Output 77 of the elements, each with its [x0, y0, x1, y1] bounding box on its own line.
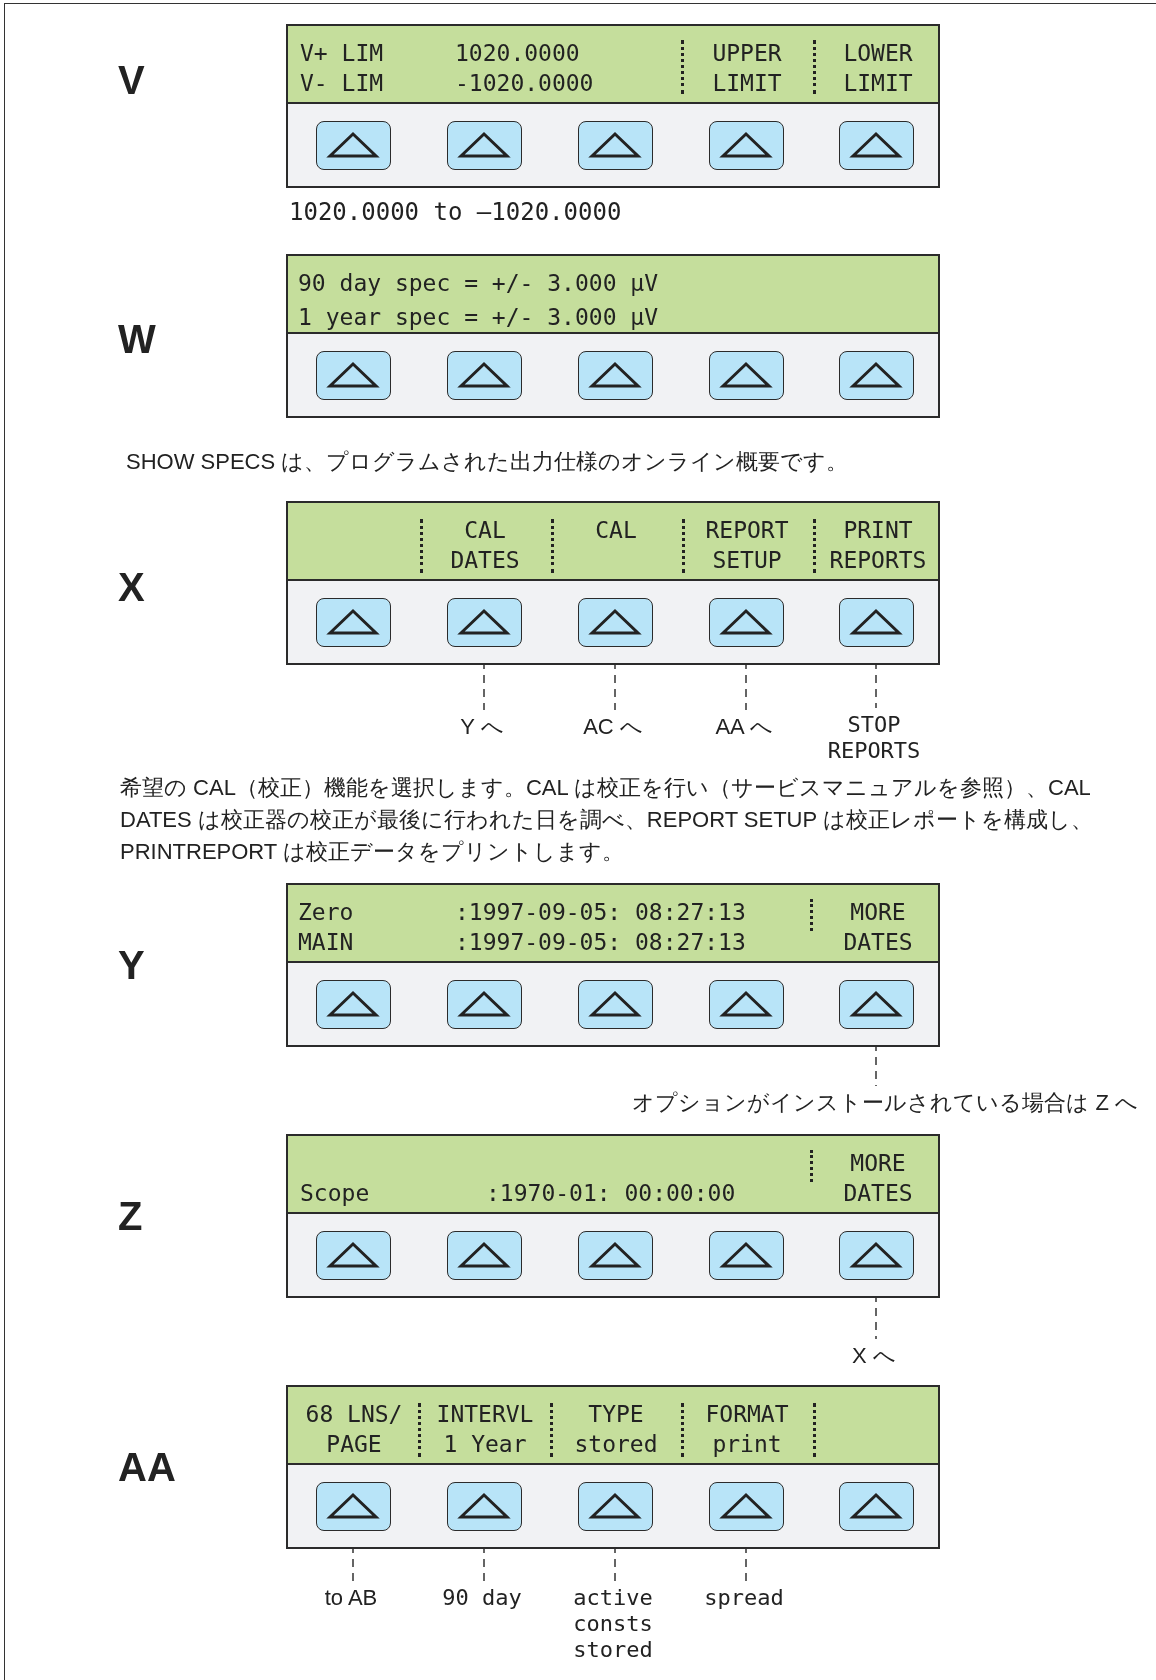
softkey-button: [708, 1482, 784, 1531]
softkey-button: [315, 1231, 391, 1280]
display-text: TYPE stored: [573, 1400, 659, 1459]
softkey-button: [838, 121, 914, 170]
option-label: AC へ: [583, 714, 643, 740]
display-text: 1 year spec = +/- 3.000 µV: [298, 303, 660, 332]
softkey-panel: [286, 1385, 940, 1549]
range-note: 1020.0000 to –1020.0000: [289, 197, 622, 228]
softkey-button: [577, 351, 653, 400]
display-text: CAL: [594, 516, 638, 545]
section-letter: X: [118, 564, 145, 611]
description-text: 希望の CAL（校正）機能を選択します。CAL は校正を行い（サービスマニュアルを参照）、CAL DATES は校正器の校正が最後に行われた日を調べ、REPORT SETUP は校正レポートを構成し、PRINTREPORT は校正データをプリントします。: [120, 774, 1094, 866]
softkey-button: [446, 351, 522, 400]
softkey-panel: [286, 24, 940, 188]
softkey-button: [315, 351, 391, 400]
display-text: MORE DATES: [842, 898, 914, 957]
option-label: STOP REPORTS: [824, 712, 924, 764]
display-text: LOWER LIMIT: [842, 39, 914, 98]
softkey-button: [708, 598, 784, 647]
display-text: INTERVL 1 Year: [435, 1400, 535, 1459]
option-label: オプションがインストールされている場合は Z へ: [632, 1090, 1138, 1116]
section-letter: Y: [118, 942, 145, 989]
softkey-button: [315, 121, 391, 170]
softkey-button: [708, 980, 784, 1029]
softkey-button: [315, 1482, 391, 1531]
softkey-button: [577, 598, 653, 647]
softkey-button: [446, 1231, 522, 1280]
option-label: to AB: [324, 1585, 378, 1611]
softkey-panel: [286, 501, 940, 665]
softkey-panel: [286, 1134, 940, 1298]
display-text: MORE DATES: [842, 1149, 914, 1208]
section-letter: Z: [118, 1193, 143, 1240]
display-text: MAIN: [298, 928, 355, 957]
softkey-button: [708, 351, 784, 400]
option-label: active consts stored: [563, 1585, 663, 1663]
softkey-button: [708, 121, 784, 170]
softkey-button: [838, 351, 914, 400]
display-text: 90 day spec = +/- 3.000 µV: [298, 269, 660, 298]
display-text: PRINT REPORTS: [828, 516, 928, 575]
softkey-button: [315, 980, 391, 1029]
option-label: spread: [704, 1585, 784, 1611]
section-letter: W: [118, 316, 156, 363]
option-label: X へ: [852, 1343, 896, 1369]
section-letter: V: [118, 57, 145, 104]
softkey-button: [577, 980, 653, 1029]
softkey-button: [577, 121, 653, 170]
display-text: FORMAT print: [704, 1400, 790, 1459]
softkey-button: [446, 121, 522, 170]
option-label: 90 day: [442, 1585, 522, 1611]
section-letter: AA: [118, 1444, 176, 1491]
display-text: :1997-09-05: 08:27:13: [455, 928, 747, 957]
softkey-button: [838, 1482, 914, 1531]
softkey-panel: [286, 883, 940, 1047]
display-text: Zero: [298, 898, 355, 927]
softkey-button: [446, 598, 522, 647]
display-text: UPPER LIMIT: [711, 39, 783, 98]
softkey-panel: [286, 254, 940, 418]
display-text: 68 LNS/ PAGE: [304, 1400, 404, 1459]
softkey-button: [838, 1231, 914, 1280]
display-text: 1020.0000 -1020.0000: [455, 39, 595, 98]
softkey-button: [577, 1482, 653, 1531]
display-text: :1970-01: 00:00:00: [486, 1179, 737, 1208]
softkey-button: [446, 1482, 522, 1531]
softkey-button: [708, 1231, 784, 1280]
description-text: SHOW SPECS は、プログラムされた出力仕様のオンライン概要です。: [126, 448, 849, 476]
option-label: AA へ: [715, 714, 773, 740]
display-text: :1997-09-05: 08:27:13: [455, 898, 747, 927]
option-label: Y へ: [460, 714, 504, 740]
display-text: CAL DATES: [449, 516, 521, 575]
display-text: REPORT SETUP: [704, 516, 790, 575]
display-text: V+ LIM V- LIM: [300, 39, 385, 98]
softkey-button: [838, 598, 914, 647]
display-text: Scope: [300, 1179, 371, 1208]
softkey-button: [315, 598, 391, 647]
softkey-button: [838, 980, 914, 1029]
softkey-button: [446, 980, 522, 1029]
softkey-button: [577, 1231, 653, 1280]
